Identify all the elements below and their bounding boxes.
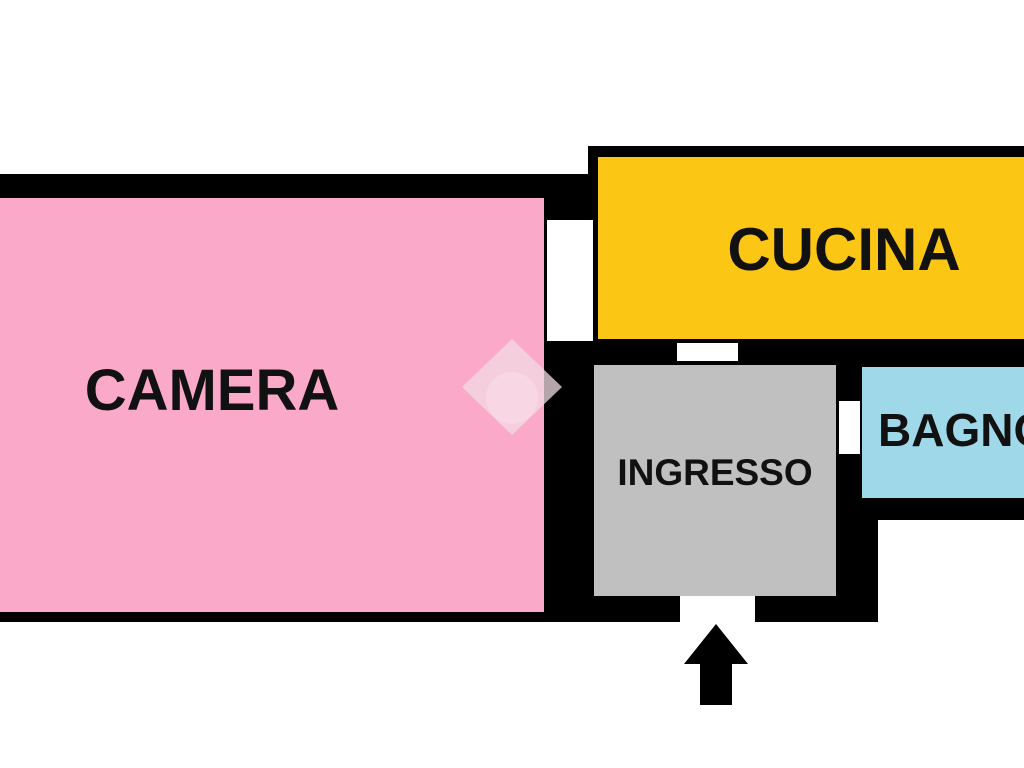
room-label-camera: CAMERA: [85, 358, 340, 423]
room-label-bagno: BAGNO: [878, 404, 1024, 456]
room-label-cucina: CUCINA: [727, 216, 960, 283]
room-camera: [0, 198, 544, 612]
room-bagno: [862, 367, 1024, 498]
arrow-up-icon: [684, 624, 748, 705]
entrance-opening: [680, 596, 755, 626]
room-cucina: [598, 157, 1024, 339]
house-logo-icon: [462, 339, 562, 435]
room-label-ingresso: INGRESSO: [617, 452, 812, 493]
door-ingresso-bagno: [839, 401, 860, 454]
room-ingresso: [594, 365, 836, 596]
door-cucina-ingresso: [677, 343, 738, 361]
door-camera-cucina: [547, 220, 593, 341]
